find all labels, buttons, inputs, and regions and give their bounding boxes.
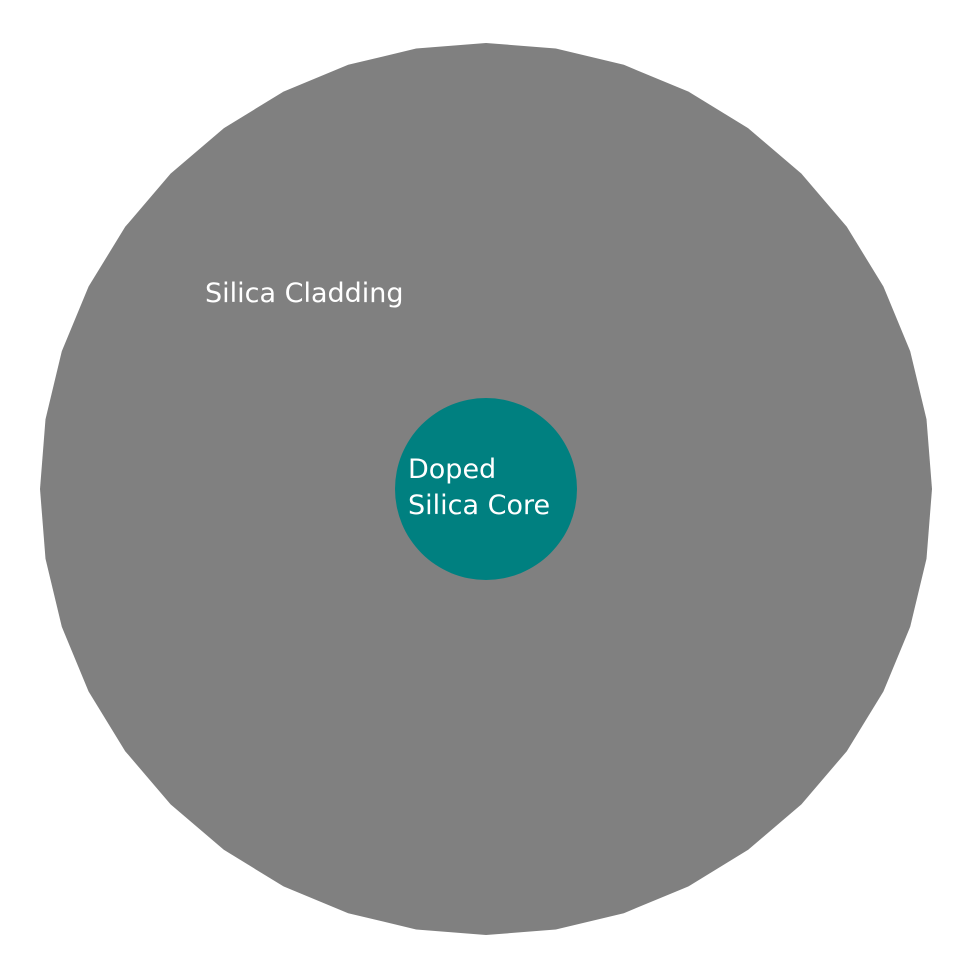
core-region xyxy=(395,398,577,580)
core-label-line1: Doped xyxy=(408,454,496,485)
cladding-label: Silica Cladding xyxy=(205,278,404,309)
core-label-line2: Silica Core xyxy=(408,490,550,521)
